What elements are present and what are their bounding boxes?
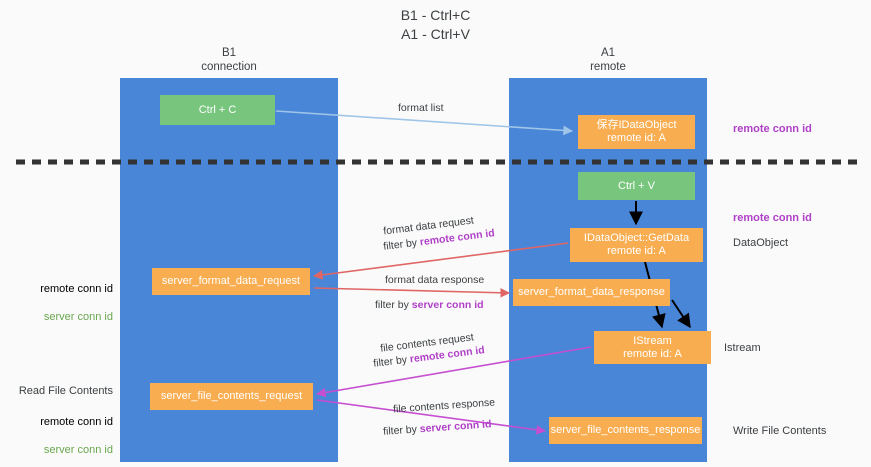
swimlane-header-b1: B1 connection [201, 47, 257, 73]
note-read-file-contents: Read File Contents [18, 385, 113, 397]
edge-label-format-list: format list [398, 102, 444, 114]
box-server-format-data-request[interactable]: server_format_data_request [152, 268, 310, 295]
note-conn-ids-upper: remote conn id server conn id [0, 268, 113, 338]
filter-key-server-conn-id: server conn id [419, 418, 492, 436]
edge-label-file-contents-response: file contents response [392, 396, 496, 416]
connector-format-data-response [313, 287, 510, 298]
note-conn-ids-lower: remote conn id server conn id [0, 401, 113, 467]
box-server-file-contents-response[interactable]: server_file_contents_response [549, 417, 702, 444]
filter-prefix: filter by [382, 236, 421, 253]
note-remote-conn-id-mid: remote conn id [733, 212, 812, 224]
box-ctrl-c[interactable]: Ctrl + C [160, 95, 275, 125]
box-istream[interactable]: IStream remote id: A [594, 331, 711, 364]
box-idataobject-getdata[interactable]: IDataObject::GetData remote id: A [570, 228, 703, 262]
note-dataobject: DataObject [733, 237, 789, 249]
box-ctrl-v[interactable]: Ctrl + V [578, 172, 695, 200]
note-remote-conn-id-top: remote conn id [733, 123, 812, 135]
swimlane-header-a1: A1 remote [590, 47, 626, 73]
note-remote-conn-id: remote conn id [40, 283, 113, 295]
box-server-file-contents-request[interactable]: server_file_contents_request [150, 383, 313, 410]
filter-prefix: filter by [382, 423, 421, 438]
filter-prefix: filter by [372, 353, 411, 370]
box-idataobject[interactable]: 保存IDataObject remote id: A [578, 115, 695, 149]
filter-prefix: filter by [375, 299, 412, 311]
note-write-file-contents: Write File Contents [733, 425, 827, 437]
filter-key-server-conn-id: server conn id [411, 299, 484, 311]
diagram-title: B1 - Ctrl+C A1 - Ctrl+V [400, 7, 471, 42]
note-server-conn-id: server conn id [43, 444, 113, 456]
note-remote-conn-id: remote conn id [40, 416, 113, 428]
edge-label-format-data-response: format data response [385, 274, 485, 286]
note-server-conn-id: server conn id [43, 311, 113, 323]
box-server-format-data-response[interactable]: server_format_data_response [513, 279, 670, 306]
edge-label-format-data-response-filter: filter by server conn id [375, 298, 484, 312]
edge-label-file-contents-response-filter: filter by server conn id [383, 417, 492, 439]
note-istream: Istream [724, 342, 761, 354]
